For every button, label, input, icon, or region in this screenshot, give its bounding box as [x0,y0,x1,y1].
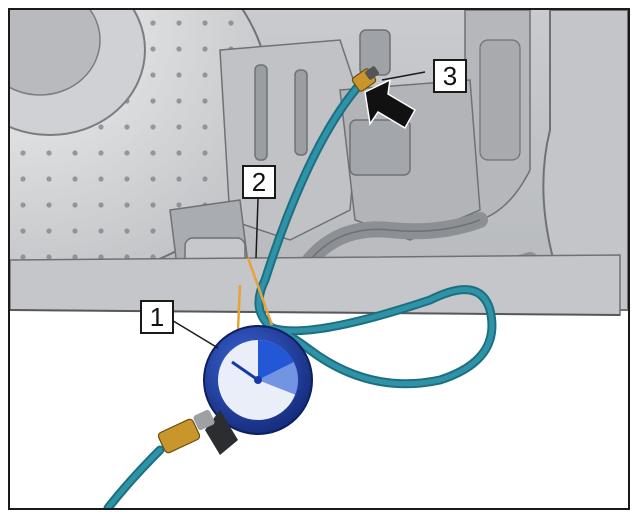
leader-lines [169,71,426,349]
diagram-frame: 1 2 3 [8,8,630,510]
test-hose [254,77,497,389]
gauge-coupling [157,409,238,455]
test-connection-fitting [351,66,379,92]
callout-2: 2 [242,165,276,199]
callout-1: 1 [140,300,174,334]
engine-illustration [10,10,628,508]
lower-shadow [10,310,628,508]
cable-markers [236,257,274,331]
callout-3: 3 [433,59,467,93]
subframe [10,254,621,316]
direction-arrow [365,80,415,128]
pressure-gauge [203,325,313,435]
